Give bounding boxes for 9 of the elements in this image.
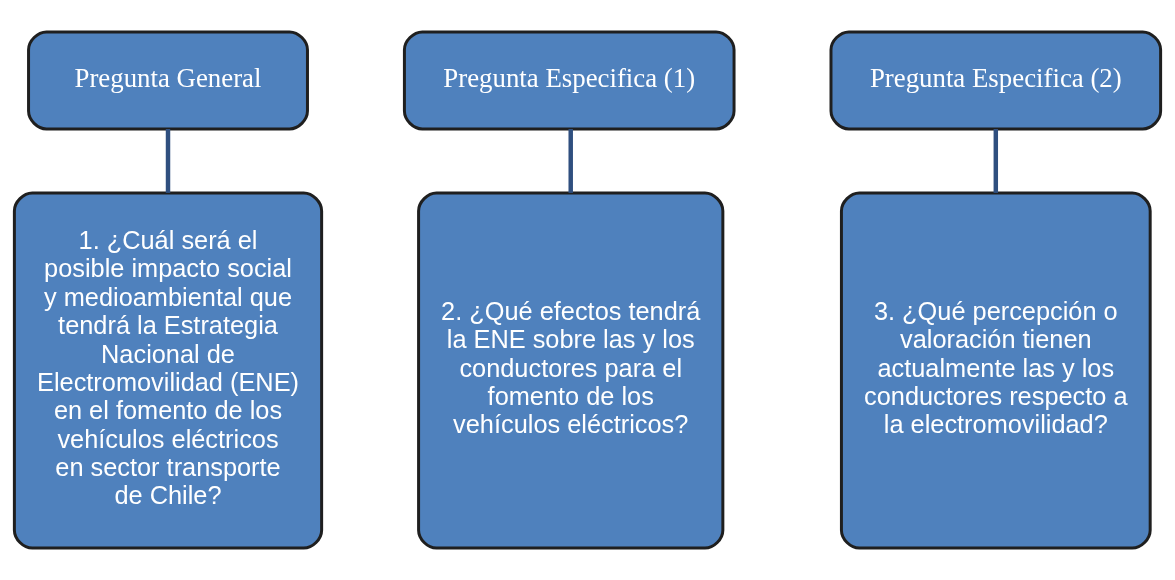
node-box: 3. ¿Qué percepción o valoración tienen actualmente las y los conductores respecto a la electromovilidad? [839,191,1152,550]
node-box: Pregunta Especifica (2) [829,30,1163,131]
node-box: 1. ¿Cuál será el posible impacto social y medioambiental que tendrá la Estrategia Nacional de Electromovilidad (ENE) en el fomento de los vehículos eléctricos en sector transporte de Chile? [12,191,324,550]
connector [568,129,573,193]
connector [165,129,171,193]
node-box: Pregunta General [27,30,309,131]
node-box: 2. ¿Qué efectos tendrá la ENE sobre las y los conductores para el fomento de los vehículos eléctricos? [417,191,725,550]
node-box: Pregunta Especifica (1) [402,30,736,131]
connector [993,129,999,193]
